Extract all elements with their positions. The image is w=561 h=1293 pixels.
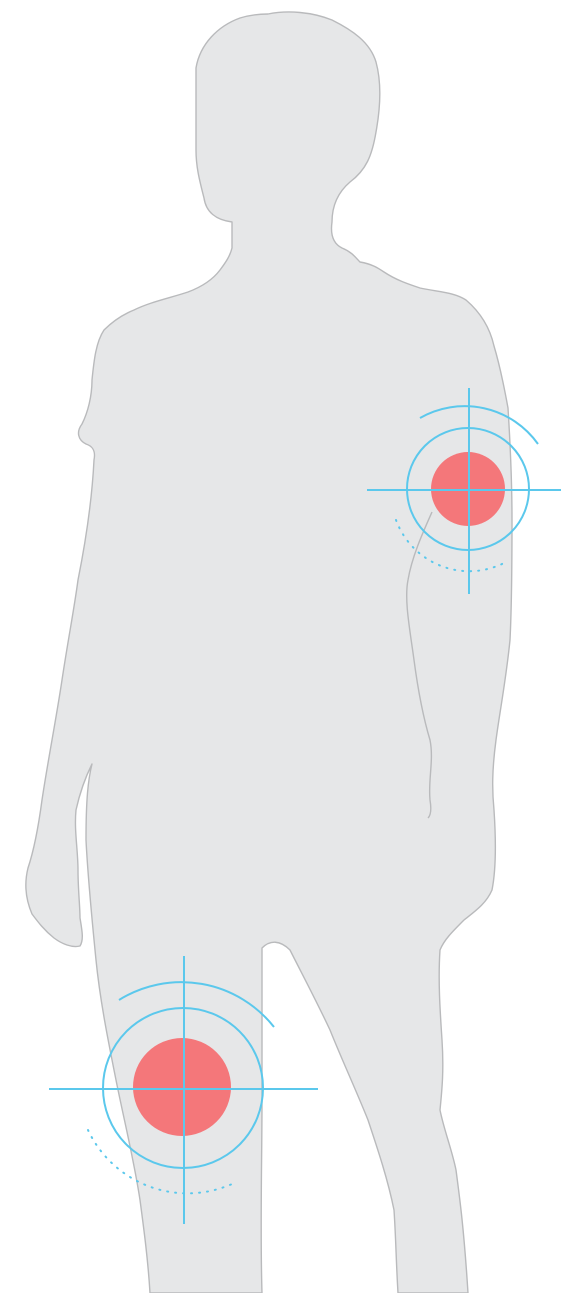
crosshair-target-icon — [49, 956, 318, 1224]
target-dot — [133, 1038, 231, 1136]
person-silhouette-icon — [26, 12, 512, 1293]
